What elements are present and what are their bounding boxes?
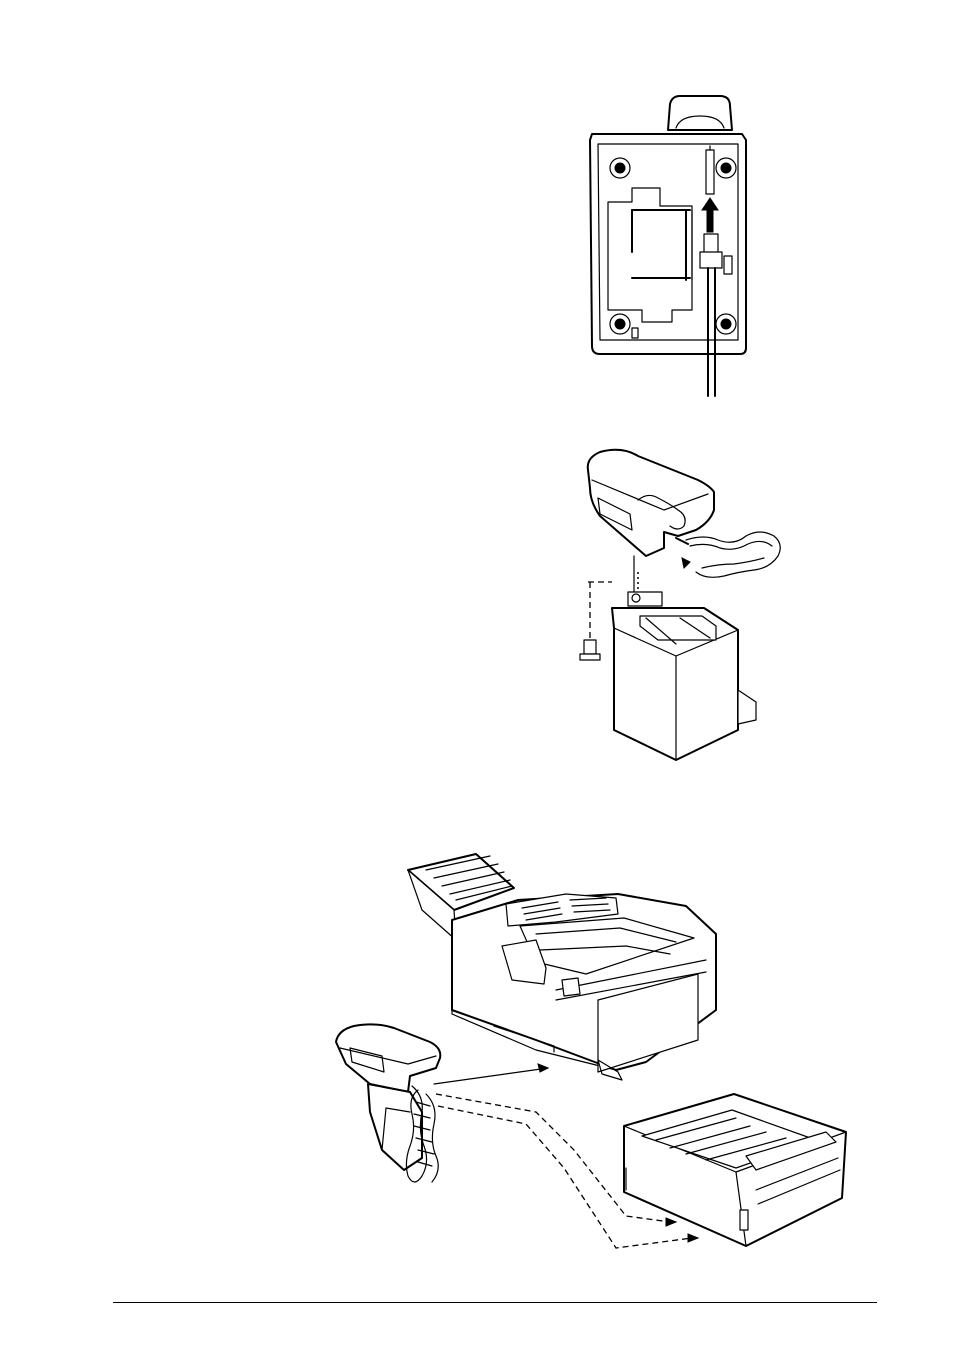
- handset-base-underside-illustration: [580, 90, 760, 400]
- footer-rule: [113, 1302, 877, 1303]
- fax-machine-assembly-illustration: [326, 850, 846, 1260]
- figure-handset-on-stand: [578, 440, 792, 770]
- handset-stand-illustration: [578, 440, 792, 770]
- figure-fax-machine-assembly: [326, 850, 846, 1260]
- figure-handset-base-underside: [580, 90, 760, 400]
